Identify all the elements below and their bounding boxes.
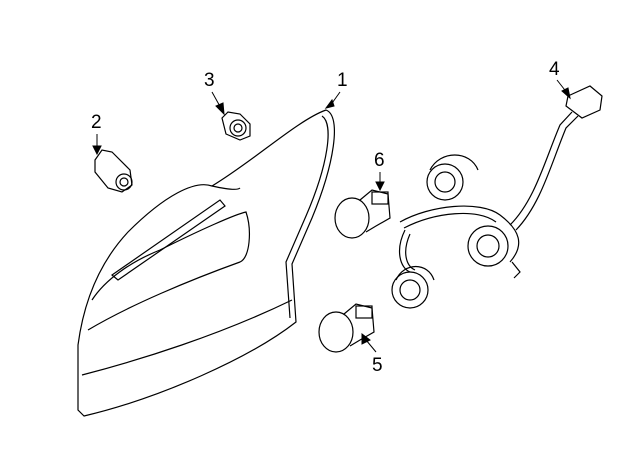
clip [94, 149, 133, 193]
leader-lines [92, 79, 571, 353]
bulb-upper [334, 189, 391, 239]
socket-harness [391, 85, 603, 309]
grommet [221, 111, 251, 141]
callout-3: 3 [204, 70, 215, 91]
callout-4: 4 [549, 59, 560, 80]
callout-6: 6 [374, 150, 385, 171]
bulb-lower [318, 303, 375, 353]
callout-2: 2 [91, 112, 102, 133]
callout-5: 5 [372, 355, 383, 376]
callout-1: 1 [337, 70, 348, 91]
tail-lamp-assembly [77, 109, 335, 417]
